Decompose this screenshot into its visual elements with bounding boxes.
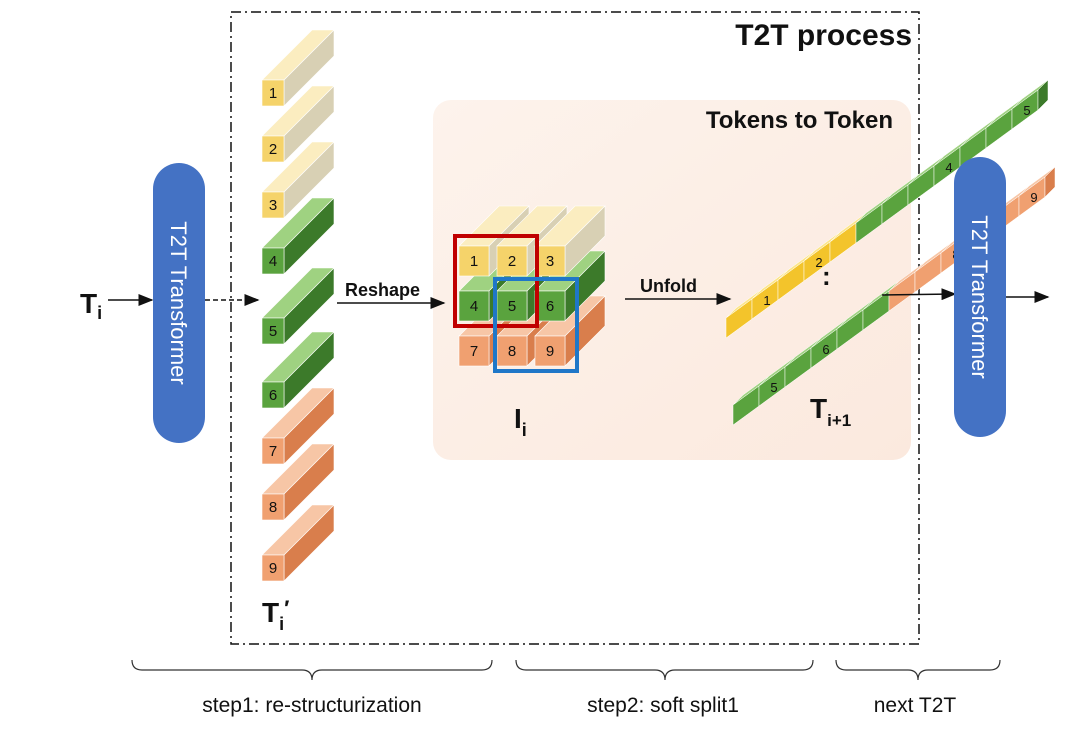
left-t2t-transformer-label: T2T Transformer	[166, 221, 191, 384]
token-number: 1	[470, 253, 478, 270]
unfold-token-number: 4	[945, 160, 952, 175]
column-token-4: 4	[261, 197, 335, 275]
unfold-token-number: 5	[1023, 103, 1030, 118]
token-number: 6	[546, 298, 554, 315]
column-token-7: 7	[261, 387, 335, 465]
step2-label: step2: soft split1	[587, 694, 739, 717]
blue-window-box	[493, 277, 579, 373]
column-token-5: 5	[261, 267, 335, 345]
t2t-process-title: T2T process	[735, 19, 912, 52]
token-number: 2	[508, 253, 516, 270]
unfold-token-number: 2	[815, 255, 822, 270]
token-number: 8	[269, 499, 277, 516]
unfold-top-bar: 1 2 4 5	[725, 79, 1049, 339]
grid-token-3: 3	[534, 205, 606, 277]
unfold-token-number: 9	[1030, 190, 1037, 205]
token-number: 4	[470, 298, 478, 315]
to-right-transformer-arrow	[881, 288, 957, 301]
step3-label: next T2T	[874, 694, 957, 717]
column-token-1: 1	[261, 29, 335, 107]
step1-label: step1: re-structurization	[202, 694, 421, 717]
token-number: 5	[269, 323, 277, 340]
token-number: 9	[546, 343, 554, 360]
right-t2t-transformer-label: T2T Transformer	[967, 215, 992, 378]
unfold-token-number: 1	[763, 293, 770, 308]
step2-brace	[515, 659, 814, 681]
token-number: 7	[470, 343, 478, 360]
token-number: 3	[269, 197, 277, 214]
left-t2t-transformer-block	[153, 163, 205, 443]
token-number: 9	[269, 560, 277, 577]
token-number: 4	[269, 253, 277, 270]
t2t-process-frame	[230, 11, 920, 645]
step3-brace	[835, 659, 1001, 681]
unfold-token-number: 6	[822, 342, 829, 357]
input-label: Ti	[80, 288, 102, 323]
output-label: Ti+1	[810, 393, 851, 430]
token-number: 5	[508, 298, 516, 315]
reshape-label: Reshape	[345, 280, 420, 300]
token-column: 1 2 3 4 5 6 7 8 9	[261, 29, 335, 582]
column-token-2: 2	[261, 85, 335, 163]
unfold-label: Unfold	[640, 276, 697, 296]
token-number: 8	[508, 343, 516, 360]
token-number: 1	[269, 85, 277, 102]
token-number: 3	[546, 253, 554, 270]
column-token-9: 9	[261, 504, 335, 582]
token-number: 7	[269, 443, 277, 460]
column-token-3: 3	[261, 141, 335, 219]
token-number: 6	[269, 387, 277, 404]
step1-brace	[131, 659, 493, 681]
grid-label: Ii	[514, 403, 527, 440]
token-number: 2	[269, 141, 277, 158]
token-grid: 7 8 9 4 5 6 1 2 3	[458, 205, 606, 367]
tokens-to-token-title: Tokens to Token	[706, 107, 893, 134]
column-token-8: 8	[261, 443, 335, 521]
right-t2t-transformer-block	[954, 157, 1006, 437]
column-token-6: 6	[261, 331, 335, 409]
ellipsis-dots: :	[822, 261, 831, 291]
column-label: Ti′	[262, 596, 289, 634]
unfold-token-number: 5	[770, 380, 777, 395]
